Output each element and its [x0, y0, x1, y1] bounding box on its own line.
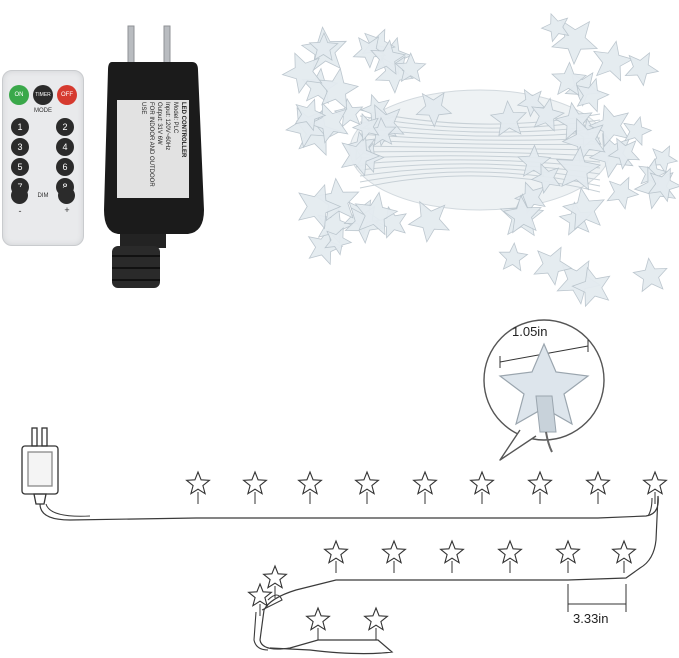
bundle-star	[308, 102, 349, 144]
star-light-bundle	[281, 12, 679, 308]
bundle-star	[354, 191, 399, 236]
remote-key-1: 1	[11, 118, 29, 136]
mode-label: MODE	[34, 108, 52, 114]
bundle-star	[561, 187, 606, 231]
magnifier-bubble	[483, 319, 605, 461]
adapter-label-text: LED CONTROLLER Model: PLC Input: 120V~60…	[117, 100, 189, 198]
diagram-star	[247, 582, 273, 607]
bundle-star	[647, 167, 679, 203]
bundle-star	[530, 163, 561, 195]
diagram-star	[185, 470, 211, 495]
adapter-label	[117, 100, 189, 198]
remote-key-3: 3	[11, 138, 29, 156]
plus-label: +	[64, 205, 70, 215]
bundle-star	[540, 12, 570, 43]
diagram-star	[469, 470, 495, 495]
bundle-star	[489, 99, 528, 137]
diagram-star	[585, 470, 611, 495]
bundle-star	[561, 117, 606, 164]
diagram-star	[262, 564, 288, 589]
diagram-star	[439, 539, 465, 564]
bundle-star	[333, 97, 364, 128]
bundle-star	[308, 31, 339, 61]
remote-control: ON TIMER OFF MODE 12345678 DIM - +	[2, 70, 84, 246]
diagram-star	[305, 606, 331, 631]
bundle-star	[502, 194, 542, 234]
bundle-star	[607, 137, 641, 171]
dim-label: DIM	[37, 193, 49, 199]
bundle-star	[516, 88, 546, 118]
bundle-star	[551, 61, 588, 96]
bundle-star	[351, 112, 380, 142]
spacing-label: 3.33in	[573, 611, 609, 626]
star-width-label: 1.05in	[512, 324, 548, 339]
bundle-star	[498, 242, 529, 272]
diagram-star	[363, 606, 389, 631]
adapter-line: Output: 31V 6W	[156, 102, 162, 145]
remote-key-5: 5	[11, 158, 29, 176]
diagram-star	[354, 470, 380, 495]
cord-connector	[120, 234, 166, 248]
diagram-star	[555, 539, 581, 564]
remote-key-4: 4	[56, 138, 74, 156]
bundle-star	[624, 51, 660, 87]
adapter-line: Model: PLC	[172, 102, 178, 134]
bundle-star	[530, 97, 566, 132]
on-button: ON	[9, 85, 29, 105]
bundle-star	[407, 200, 451, 243]
bundle-star	[623, 115, 653, 147]
spacing-dimension	[567, 584, 627, 612]
bundle-star	[533, 246, 573, 286]
bundle-star	[606, 176, 640, 210]
bundle-star	[340, 135, 381, 177]
bundle-star	[649, 145, 679, 175]
light-wire	[39, 495, 659, 655]
diagram-star	[242, 470, 268, 495]
diagram-star	[642, 470, 668, 495]
plug-prong	[127, 25, 135, 67]
plug-diagram	[21, 427, 59, 505]
dim-minus-button	[11, 187, 28, 204]
timer-button: TIMER	[33, 85, 53, 105]
bundle-star	[592, 40, 634, 82]
bundle-star	[324, 227, 353, 256]
adapter-line: FOR INDOOR AND OUTDOOR USE	[140, 102, 154, 187]
bundle-star	[370, 39, 407, 75]
diagram-star	[611, 539, 637, 564]
plug-prong	[163, 25, 171, 67]
diagram-star	[527, 470, 553, 495]
bundle-star	[366, 116, 397, 147]
remote-key-2: 2	[56, 118, 74, 136]
dim-plus-button	[58, 187, 75, 204]
diagram-star	[412, 470, 438, 495]
bundle-star	[516, 144, 552, 178]
bundle-star	[415, 92, 453, 128]
bundle-star	[632, 257, 668, 293]
adapter-line: LED CONTROLLER	[180, 102, 186, 158]
diagram-star	[297, 470, 323, 495]
diagram-star	[497, 539, 523, 564]
off-button: OFF	[57, 85, 77, 105]
remote-key-6: 6	[56, 158, 74, 176]
bundle-star	[294, 98, 327, 132]
bundle-star	[316, 67, 360, 110]
bundle-star	[298, 183, 342, 230]
bundle-star	[550, 19, 599, 66]
diagram-star	[381, 539, 407, 564]
diagram-star	[323, 539, 349, 564]
bundle-star	[575, 77, 610, 113]
bundle-star	[281, 52, 323, 95]
minus-label: -	[18, 206, 22, 216]
bundle-star	[588, 104, 630, 148]
bundle-star	[571, 266, 611, 308]
diagram-stars	[185, 470, 668, 640]
adapter-line: Input: 120V~60Hz	[164, 102, 170, 151]
bundle-star	[394, 52, 427, 83]
bundle-star	[555, 145, 602, 191]
